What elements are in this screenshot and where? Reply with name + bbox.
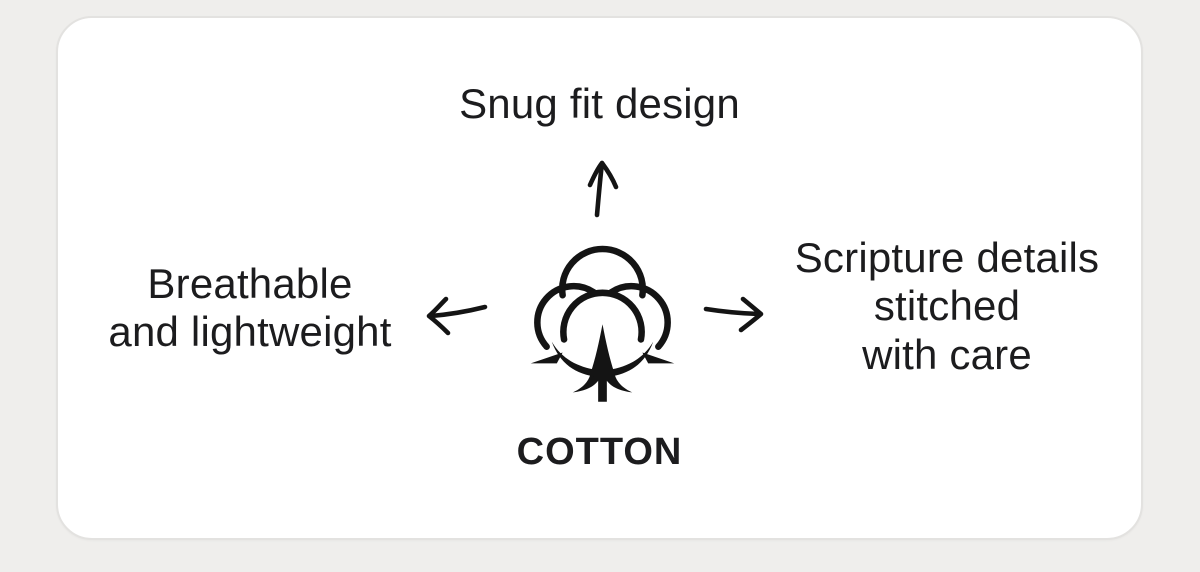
arrow-right-icon — [703, 294, 765, 336]
feature-card: Snug fit design Breathable and lightweig… — [56, 16, 1143, 540]
arrow-up-icon — [585, 160, 621, 218]
cotton-icon — [530, 243, 675, 404]
arrow-left-icon — [425, 294, 489, 338]
feature-label-right: Scripture details stitched with care — [794, 234, 1100, 378]
feature-label-left: Breathable and lightweight — [108, 260, 392, 356]
feature-label-top: Snug fit design — [459, 80, 740, 127]
cotton-label: COTTON — [516, 431, 683, 473]
